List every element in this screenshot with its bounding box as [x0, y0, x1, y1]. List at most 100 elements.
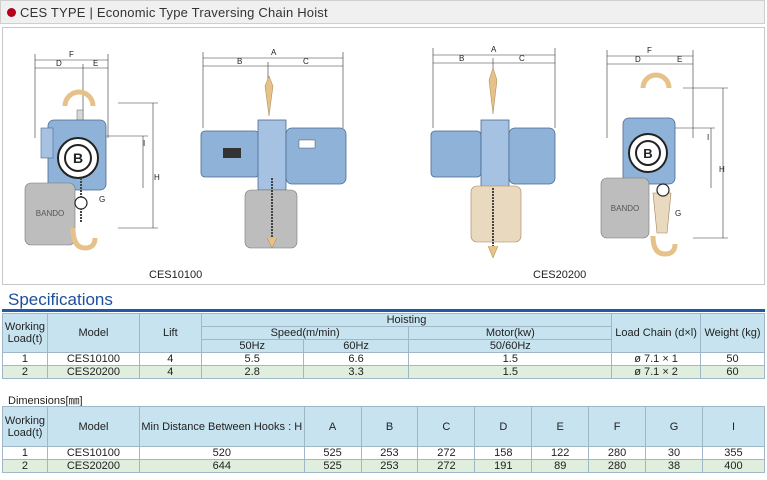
- dim-h-i: I: [701, 406, 766, 447]
- dim-h-c: C: [417, 406, 476, 447]
- ces20200-front-body: [430, 67, 556, 259]
- dim-h-model: Model: [46, 406, 140, 447]
- ces20200-side-body: B BANDO: [600, 72, 678, 257]
- dim-cell: 280: [588, 446, 647, 460]
- dim-cell: 122: [531, 446, 590, 460]
- dim-cell: 191: [474, 459, 533, 473]
- ces10100-side-view: [34, 54, 158, 229]
- dim-h-g: G: [645, 406, 703, 447]
- ces10100-front-body: [200, 75, 347, 249]
- dim-cell: 2: [2, 459, 48, 473]
- specifications-table: Working Load(t) Model Lift Hoisting Load…: [2, 313, 765, 379]
- brand-label: BANDO: [36, 209, 64, 218]
- caption-ces20200: CES20200: [533, 269, 587, 281]
- dim-h-a: A: [303, 406, 362, 447]
- svg-text:B: B: [73, 150, 83, 166]
- ces20200-side-view: [606, 50, 728, 239]
- dim-h-right: H: [719, 165, 725, 174]
- dim-cell: 89: [531, 459, 590, 473]
- table-row: 2 CES20200 4 2.8 3.3 1.5 ø 7.1 × 2 60: [2, 365, 765, 379]
- page-header: CES TYPE | Economic Type Traversing Chai…: [0, 0, 765, 24]
- product-illustration-panel: B BANDO: [2, 27, 765, 285]
- spec-h-working-load: Working Load(t): [2, 313, 48, 353]
- dim-h-e: E: [531, 406, 590, 447]
- spec-cell: 5.5: [200, 352, 304, 366]
- table-row: 2 CES20200 644 525 253 272 191 89 280 38…: [2, 459, 766, 473]
- ces10100-side-body: B BANDO: [24, 89, 107, 251]
- spec-cell: 4: [138, 352, 202, 366]
- dim-h-b: B: [360, 406, 419, 447]
- dim-cell: CES10100: [46, 446, 140, 460]
- dim-i-right: I: [707, 133, 709, 142]
- dim-c-2: C: [519, 54, 525, 63]
- spec-cell: 6.6: [302, 352, 410, 366]
- dim-h-f: F: [588, 406, 647, 447]
- dim-f-right: F: [647, 46, 652, 55]
- spec-h-60hz: 60Hz: [302, 339, 410, 353]
- dim-d-right: D: [635, 55, 641, 64]
- dim-h-left: H: [154, 173, 160, 182]
- dim-cell: 355: [701, 446, 766, 460]
- table-row: 1 CES10100 4 5.5 6.6 1.5 ø 7.1 × 1 50: [2, 352, 765, 366]
- spec-h-weight: Weight (kg): [700, 313, 765, 353]
- spec-h-model: Model: [46, 313, 140, 353]
- spec-cell: ø 7.1 × 2: [611, 365, 701, 379]
- spec-cell: ø 7.1 × 1: [611, 352, 701, 366]
- dim-cell: 253: [360, 459, 419, 473]
- spec-cell: 1: [2, 352, 48, 366]
- spec-cell: 2.8: [200, 365, 304, 379]
- spec-cell: 60: [700, 365, 765, 379]
- table-row: 1 CES10100 520 525 253 272 158 122 280 3…: [2, 446, 766, 460]
- spec-h-hoisting: Hoisting: [200, 313, 613, 327]
- dim-h-min-distance: Min Distance Between Hooks : H: [138, 406, 305, 447]
- dim-f-left: F: [69, 50, 74, 59]
- spec-cell: 4: [138, 365, 202, 379]
- specifications-title: Specifications: [8, 290, 113, 309]
- dim-b-1: B: [237, 57, 242, 66]
- spec-cell: CES20200: [46, 365, 140, 379]
- dim-b-2: B: [459, 54, 464, 63]
- dim-cell: 30: [645, 446, 703, 460]
- page-title: CES TYPE | Economic Type Traversing Chai…: [20, 5, 328, 20]
- spec-cell: 1.5: [408, 352, 613, 366]
- dimensions-title: Dimensions[㎜]: [8, 395, 83, 407]
- caption-ces10100: CES10100: [149, 269, 203, 281]
- ces10100-front-view: [202, 52, 344, 128]
- specifications-rule: [2, 309, 765, 312]
- spec-h-load-chain: Load Chain (d×l): [611, 313, 701, 353]
- dim-c-1: C: [303, 57, 309, 66]
- dim-a-1: A: [271, 48, 277, 57]
- spec-h-motor-hz: 50/60Hz: [408, 339, 613, 353]
- dim-cell: 158: [474, 446, 533, 460]
- ces20200-front-view: [432, 48, 556, 128]
- spec-cell: 3.3: [302, 365, 410, 379]
- dim-h-working-load: Working Load(t): [2, 406, 48, 447]
- dim-d-left: D: [56, 59, 62, 68]
- spec-h-50hz: 50Hz: [200, 339, 304, 353]
- dim-g-left: G: [99, 195, 105, 204]
- dim-g-right: G: [675, 209, 681, 218]
- bullet-icon: [7, 8, 16, 17]
- spec-h-motor: Motor(kw): [408, 326, 613, 340]
- dim-cell: 520: [138, 446, 305, 460]
- dim-cell: 644: [138, 459, 305, 473]
- dim-cell: 253: [360, 446, 419, 460]
- spec-h-lift: Lift: [138, 313, 202, 353]
- spec-cell: 50: [700, 352, 765, 366]
- spec-cell: CES10100: [46, 352, 140, 366]
- dim-a-2: A: [491, 45, 497, 54]
- dim-e-right: E: [677, 55, 682, 64]
- dim-i-left: I: [143, 139, 145, 148]
- spec-cell: 2: [2, 365, 48, 379]
- dim-cell: 280: [588, 459, 647, 473]
- dim-h-d: D: [474, 406, 533, 447]
- hoist-drawing: B BANDO: [24, 45, 728, 259]
- dimensions-table: Working Load(t) Model Min Distance Betwe…: [2, 406, 766, 473]
- spec-cell: 1.5: [408, 365, 613, 379]
- dim-cell: 1: [2, 446, 48, 460]
- dim-cell: 272: [417, 446, 476, 460]
- svg-text:B: B: [643, 146, 652, 161]
- dim-e-left: E: [93, 59, 98, 68]
- brand-label-2: BANDO: [611, 204, 639, 213]
- dim-cell: 525: [303, 459, 362, 473]
